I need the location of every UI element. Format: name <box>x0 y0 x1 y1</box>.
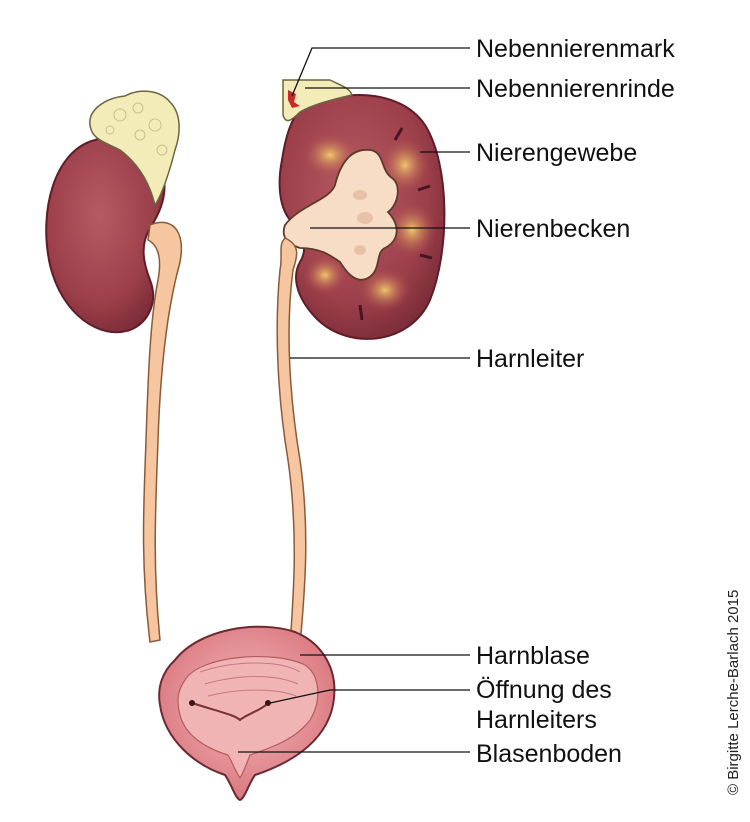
label-nebennierenrinde: Nebennierenrinde <box>476 75 675 103</box>
copyright-notice: © Birgitte Lerche-Barlach 2015 <box>725 590 742 795</box>
label-harnleiter: Harnleiter <box>476 345 584 373</box>
leader-oeffnung <box>269 689 470 704</box>
left-adrenal-gland <box>89 90 180 207</box>
right-adrenal-gland <box>282 79 353 122</box>
label-nebennierenmark: Nebennierenmark <box>476 35 675 63</box>
label-oeffnung-line2: Harnleiters <box>476 706 597 734</box>
label-nierengewebe: Nierengewebe <box>476 139 637 167</box>
label-harnblase: Harnblase <box>476 642 590 670</box>
label-nierenbecken: Nierenbecken <box>476 215 630 243</box>
label-blasenboden: Blasenboden <box>476 740 622 768</box>
ureter-opening-left <box>189 700 195 706</box>
label-oeffnung-line1: Öffnung des <box>476 676 612 704</box>
urinary-bladder <box>158 625 336 802</box>
left-ureter <box>142 221 183 643</box>
renal-pelvis <box>282 149 399 281</box>
ureter-opening-right <box>265 700 271 706</box>
leader-nebennierenmark <box>291 47 470 97</box>
